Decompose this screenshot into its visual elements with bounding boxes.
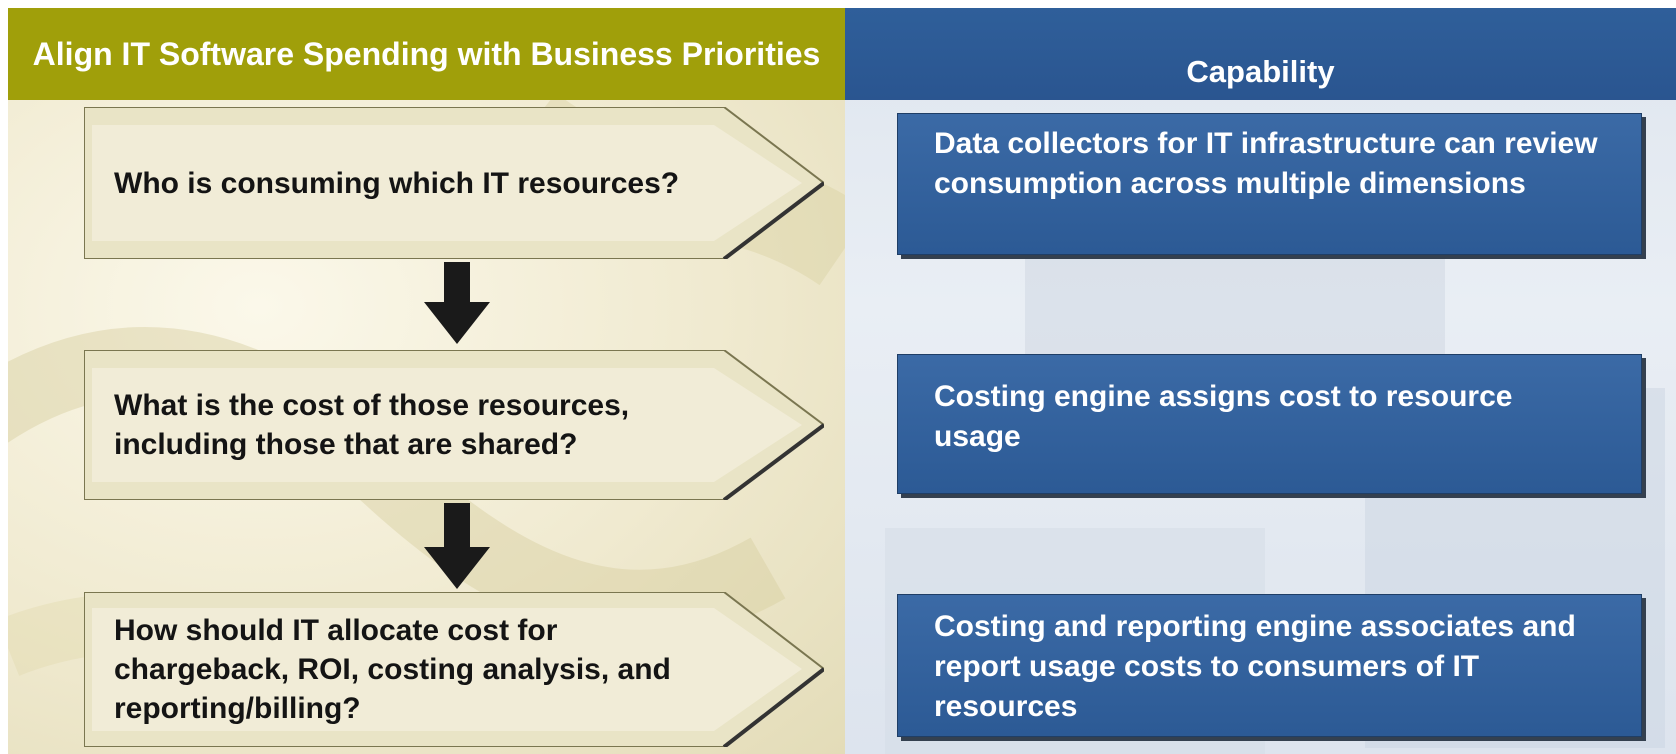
right-column-header: Capability xyxy=(845,8,1676,100)
down-arrow-icon xyxy=(424,262,490,344)
question-text: What is the cost of those resources, inc… xyxy=(114,389,630,461)
arrow-shape xyxy=(84,107,824,259)
capability-box-2: Costing engine assigns cost to resource … xyxy=(897,354,1642,494)
question-text: Who is consuming which IT resources? xyxy=(114,166,680,200)
arrow-shape xyxy=(84,350,824,500)
capability-box-1: Data collectors for IT infrastructure ca… xyxy=(897,113,1642,255)
capability-box-3: Costing and reporting engine associates … xyxy=(897,594,1642,737)
down-arrow-icon xyxy=(424,503,490,589)
arrow-shape xyxy=(84,592,824,747)
question-text: How should IT allocate cost for chargeba… xyxy=(114,614,671,725)
left-column-header: Align IT Software Spending with Business… xyxy=(8,8,845,100)
question-arrow-2: What is the cost of those resources, inc… xyxy=(84,350,824,500)
question-arrow-3: How should IT allocate cost for chargeba… xyxy=(84,592,824,747)
question-arrow-1: Who is consuming which IT resources? xyxy=(84,107,824,259)
